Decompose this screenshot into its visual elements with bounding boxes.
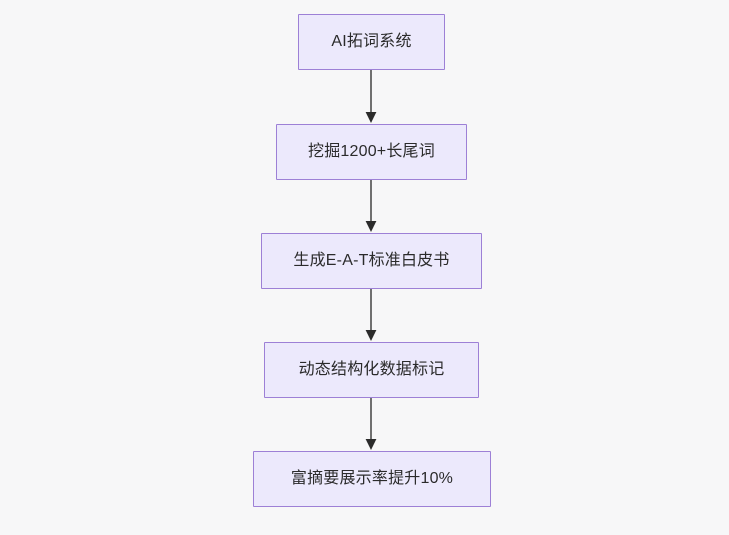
flow-edge-1-to-2 xyxy=(362,70,380,124)
flow-node-label: 动态结构化数据标记 xyxy=(298,361,445,378)
flow-node-dynamic-structured-data-markup[interactable]: 动态结构化数据标记 xyxy=(264,342,479,398)
flow-node-rich-snippet-rate-increase[interactable]: 富摘要展示率提升10% xyxy=(253,451,491,507)
flow-node-generate-eat-whitepaper[interactable]: 生成E-A-T标准白皮书 xyxy=(261,233,482,289)
flow-node-label: 富摘要展示率提升10% xyxy=(290,470,454,487)
flow-node-mine-longtail-keywords[interactable]: 挖掘1200+长尾词 xyxy=(276,124,467,180)
flow-edge-4-to-5 xyxy=(362,398,380,451)
flow-edge-2-to-3 xyxy=(362,180,380,233)
flow-node-label: AI拓词系统 xyxy=(331,33,412,50)
flow-edge-3-to-4 xyxy=(362,289,380,342)
flow-node-ai-keyword-system[interactable]: AI拓词系统 xyxy=(298,14,445,70)
flow-node-label: 生成E-A-T标准白皮书 xyxy=(293,252,450,269)
flow-node-label: 挖掘1200+长尾词 xyxy=(308,143,435,160)
